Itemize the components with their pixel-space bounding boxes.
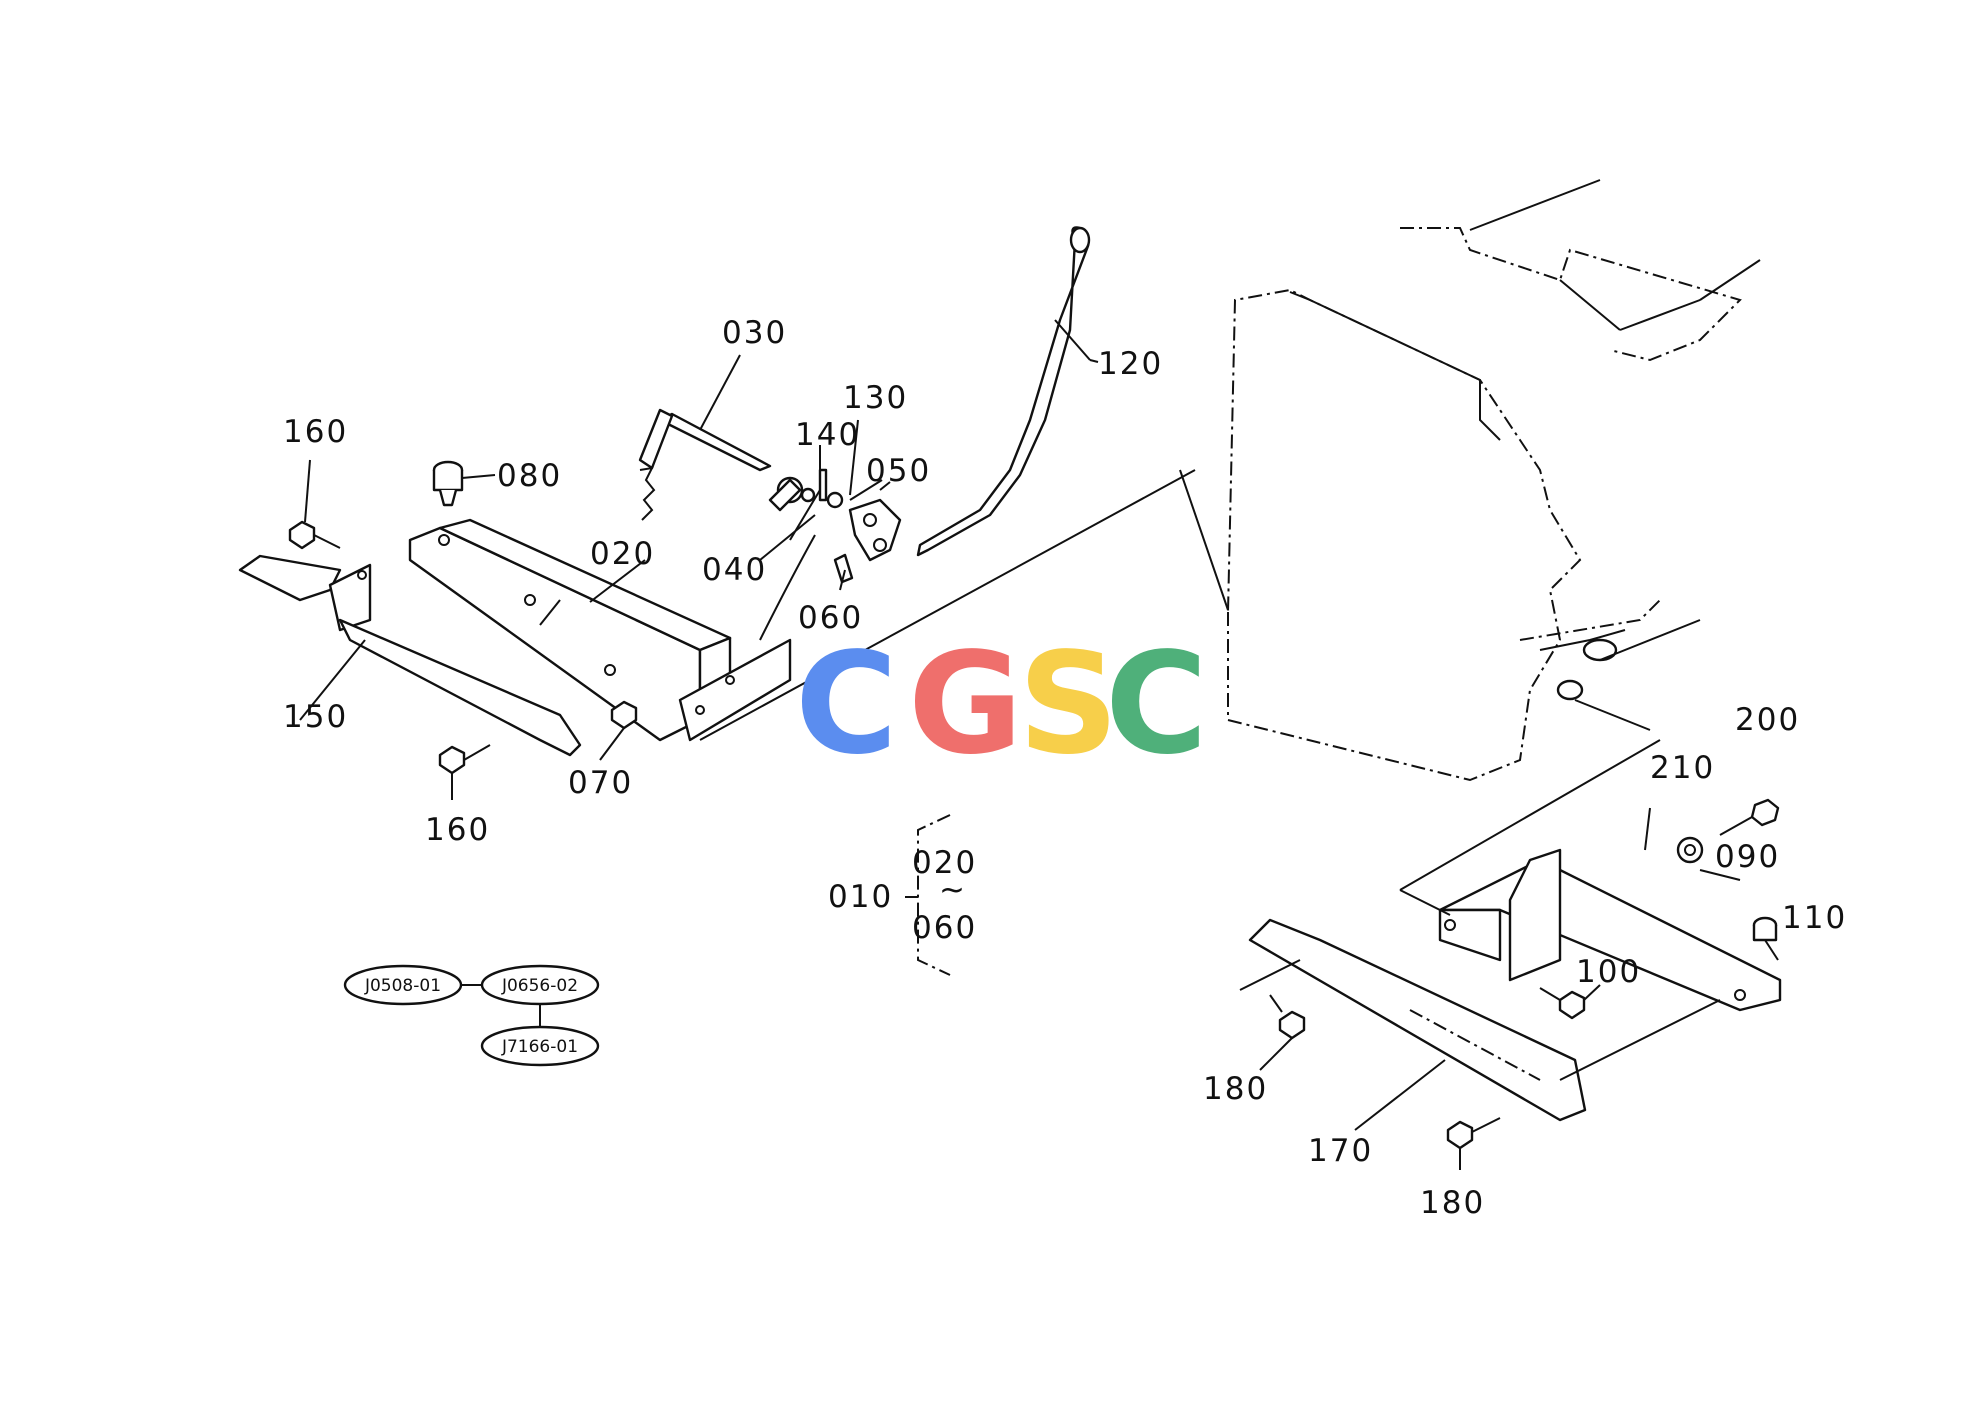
bolt-part-180-upper [1259,994,1306,1071]
guide-line [699,469,1196,741]
label-part-120: 120 [1098,346,1163,382]
label-part-210: 210 [1650,750,1715,786]
bolt-part-100 [1539,987,1586,1020]
label-part-130: 130 [843,380,908,416]
knob-part-110 [1752,916,1778,942]
label-part-010: 010 [828,879,893,915]
label-part-200: 200 [1735,702,1800,738]
linkage-assembly [759,419,902,641]
reference-j7166: J7166-01 [501,1037,578,1057]
knob-part-080 [432,460,496,507]
watermark-letter-c1: C [795,623,898,786]
label-range-060: 060 [912,910,977,946]
label-part-140: 140 [795,417,860,453]
label-part-180-left: 180 [1203,1071,1268,1107]
range-bracket [905,814,951,976]
reference-j0656: J0656-02 [501,976,578,996]
label-range-tilde: ~ [939,872,967,908]
label-part-170: 170 [1308,1133,1373,1169]
watermark-letter-c2: C [1105,623,1208,786]
pedal-part-150 [238,554,582,757]
label-part-160-top: 160 [283,414,348,450]
label-part-160-bottom: 160 [425,812,490,848]
label-part-020: 020 [590,536,655,572]
label-range-020: 020 [912,845,977,881]
bolt-part-180-lower [1446,1117,1501,1170]
label-part-110: 110 [1782,900,1847,936]
bolt-part-070 [599,700,638,761]
label-part-040: 040 [702,552,767,588]
label-part-070: 070 [568,765,633,801]
watermark-letter-s: S [1018,623,1119,786]
bracket-part-020 [408,518,792,742]
bolt-part-160-upper [288,459,341,550]
rod-part-120 [916,226,1091,557]
rod-part-030 [638,354,772,521]
label-part-090: 090 [1715,839,1780,875]
label-part-050: 050 [866,453,931,489]
cgsc-watermark: C G S C [795,623,1208,786]
label-part-060: 060 [798,600,863,636]
label-part-150: 150 [283,699,348,735]
bracket-part-090 [1399,739,1782,1012]
bolt-part-200 [1719,798,1780,836]
bolt-part-160-lower [438,744,491,800]
plate-part-170 [1239,918,1721,1122]
reference-group [343,964,600,1067]
leader-lines [539,359,1779,1131]
label-part-180-bottom: 180 [1420,1185,1485,1221]
label-part-080: 080 [497,458,562,494]
label-part-100: 100 [1576,954,1641,990]
watermark-letter-g: G [908,623,1023,786]
label-part-030: 030 [722,315,787,351]
engine-block [1179,179,1761,782]
reference-j0508: J0508-01 [364,976,441,996]
nut-part-210 [1676,836,1704,864]
